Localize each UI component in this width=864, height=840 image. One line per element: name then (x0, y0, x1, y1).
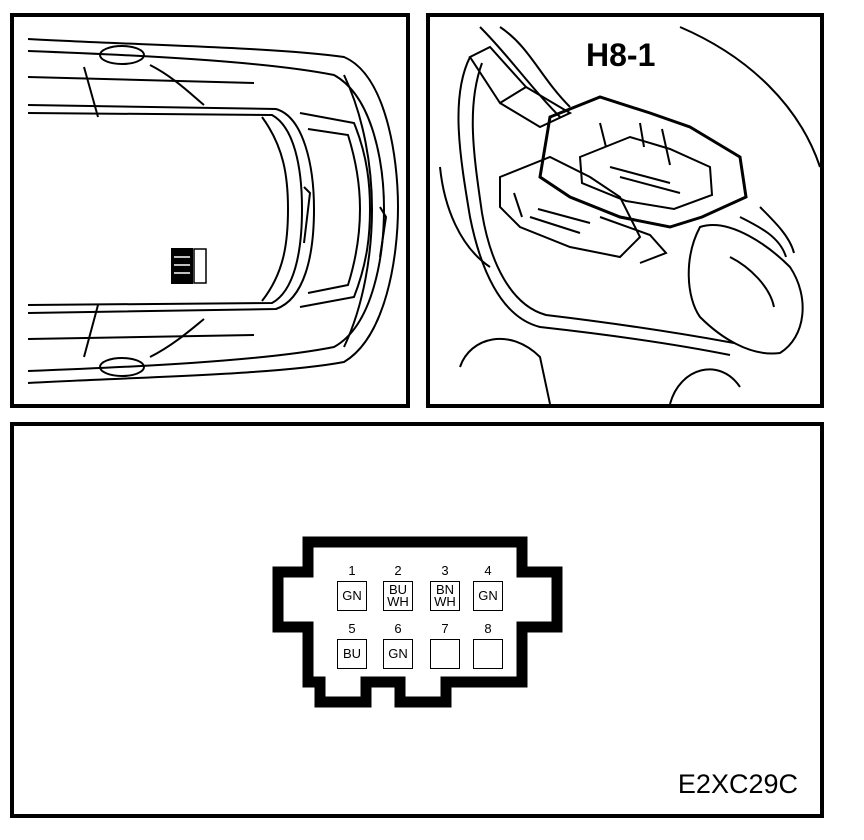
pin-number-5: 5 (348, 621, 356, 636)
vehicle-top-view-panel (10, 13, 410, 408)
pin-number-3: 3 (441, 563, 449, 578)
pin-cavity-5: BU (337, 639, 367, 669)
connector-location-panel: H8-1 (426, 13, 824, 408)
pin-3-wire-color-stripe: WH (434, 594, 456, 609)
pin-number-1: 1 (348, 563, 356, 578)
pin-number-7: 7 (441, 621, 449, 636)
connector-id-label: H8-1 (586, 37, 656, 73)
connector-location-drawing (439, 26, 820, 404)
pin-cavity-4: GN (473, 581, 503, 611)
pin-6-wire-color: GN (388, 646, 408, 661)
connector-housing-outline (272, 536, 563, 708)
pin-number-2: 2 (394, 563, 402, 578)
figure-code: E2XC29C (677, 769, 798, 799)
vehicle-top-view-drawing (27, 38, 400, 384)
pin-5-wire-color: BU (342, 646, 362, 661)
pin-1-wire-color: GN (342, 588, 362, 603)
pin-3-wire-color-primary: BN (435, 582, 455, 597)
pin-cavity-8-empty (473, 639, 503, 669)
pin-cavity-1: GN (337, 581, 367, 611)
pin-cavity-7-empty (430, 639, 460, 669)
pin-cavity-2: BU WH (383, 581, 413, 611)
pin-number-6: 6 (394, 621, 402, 636)
pin-2-wire-color-stripe: WH (387, 594, 409, 609)
pin-2-wire-color-primary: BU (388, 582, 408, 597)
pin-number-8: 8 (484, 621, 492, 636)
pin-4-wire-color: GN (478, 588, 498, 603)
pin-cavity-6: GN (383, 639, 413, 669)
pin-number-4: 4 (484, 563, 492, 578)
pin-cavity-3: BN WH (430, 581, 460, 611)
connector-pinout-panel: 1 GN 2 BU WH 3 BN WH 4 GN 5 BU 6 GN 7 8 … (10, 422, 824, 818)
